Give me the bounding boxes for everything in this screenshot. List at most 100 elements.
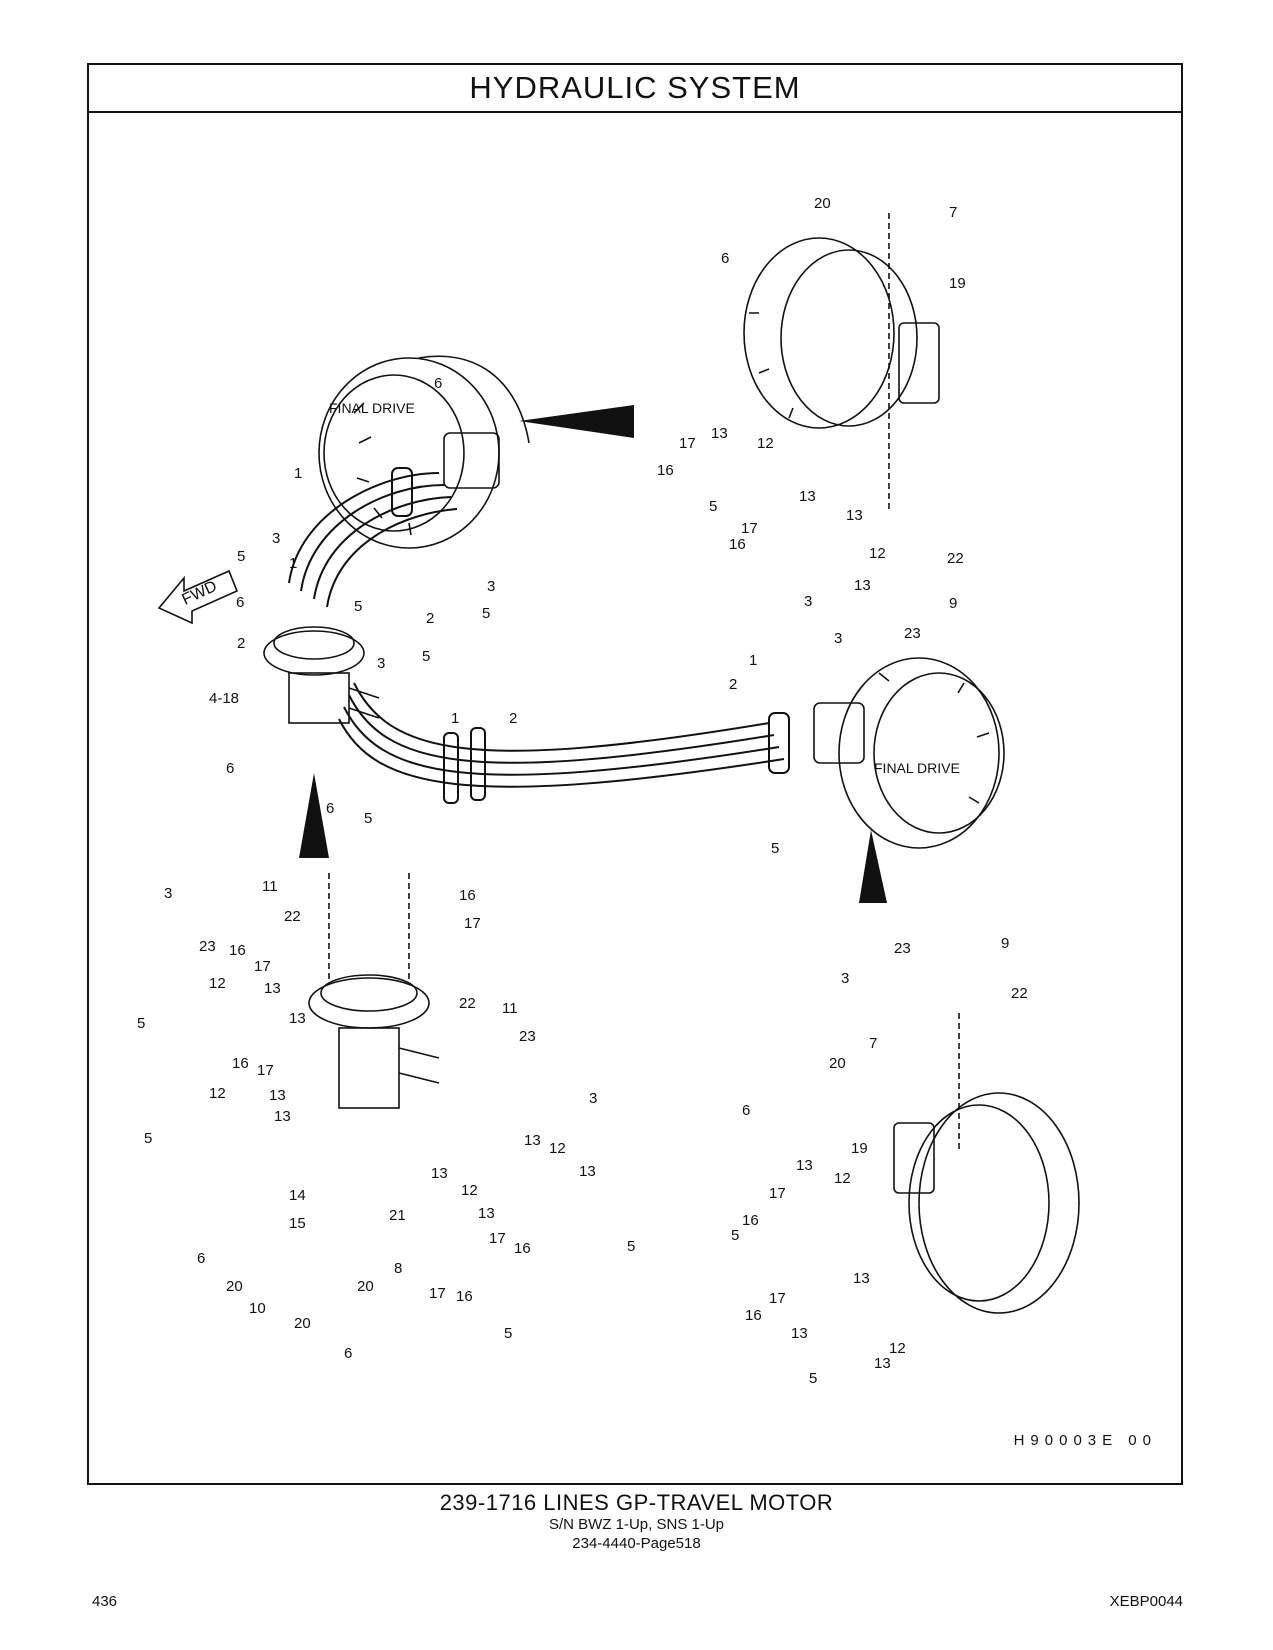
part-callout-5: 5 (482, 605, 490, 622)
part-callout-6: 6 (434, 375, 442, 392)
part-callout-3: 3 (589, 1090, 597, 1107)
hose-bundle-upper (288, 467, 458, 608)
part-callout-8: 8 (394, 1260, 402, 1277)
caption-reference: 234-4440-Page518 (572, 1535, 701, 1552)
part-callout-22: 22 (1011, 985, 1028, 1002)
part-callout-22: 22 (947, 550, 964, 567)
part-callout-2: 2 (426, 610, 434, 627)
part-callout-23: 23 (519, 1028, 536, 1045)
part-callout-12: 12 (209, 975, 226, 992)
part-callout-13: 13 (846, 507, 863, 524)
part-callout-7: 7 (869, 1035, 877, 1052)
final-drive-label-upper: FINAL DRIVE (329, 400, 415, 416)
part-callout-6: 6 (197, 1250, 205, 1267)
exploded-parts-diagram: FINAL DRIVE (137, 195, 1157, 1449)
drawing-code: H90003E 00 (1014, 1432, 1157, 1449)
part-callout-12: 12 (889, 1340, 906, 1357)
part-callout-12: 12 (869, 545, 886, 562)
part-callout-13: 13 (874, 1355, 891, 1372)
swivel-assembly (263, 626, 380, 724)
swivel-exploded (308, 873, 440, 1109)
part-callout-16: 16 (745, 1307, 762, 1324)
part-callout-16: 16 (729, 536, 746, 553)
part-callout-3: 3 (841, 970, 849, 987)
part-callout-20: 20 (357, 1278, 374, 1295)
document-id: XEBP0044 (1109, 1593, 1183, 1610)
part-callout-20: 20 (294, 1315, 311, 1332)
part-callout-5: 5 (364, 810, 372, 827)
part-callout-2: 2 (729, 676, 737, 693)
part-callout-12: 12 (757, 435, 774, 452)
part-callout-17: 17 (429, 1285, 446, 1302)
final-drive-lower-right (893, 1013, 1080, 1314)
part-callout-13: 13 (431, 1165, 448, 1182)
part-callout-23: 23 (199, 938, 216, 955)
part-callout-2: 2 (237, 635, 245, 652)
part-callout-21: 21 (389, 1207, 406, 1224)
part-callout-17: 17 (254, 958, 271, 975)
part-callout-1: 1 (451, 710, 459, 727)
final-drive-label-right: FINAL DRIVE (874, 760, 960, 776)
part-callout-22: 22 (284, 908, 301, 925)
part-callout-5: 5 (137, 1015, 145, 1032)
part-callout-17: 17 (769, 1290, 786, 1307)
part-callout-16: 16 (459, 887, 476, 904)
part-callout-9: 9 (1001, 935, 1009, 952)
part-callout-17: 17 (464, 915, 481, 932)
part-callout-11: 11 (262, 878, 278, 895)
part-callout-6: 6 (326, 800, 334, 817)
part-callout-15: 15 (289, 1215, 306, 1232)
caption-main: 239-1716 LINES GP-TRAVEL MOTOR (439, 1490, 834, 1515)
part-callout-16: 16 (742, 1212, 759, 1229)
part-callout-6: 6 (236, 594, 244, 611)
hose-bundle-lower (338, 682, 790, 804)
part-callout-3: 3 (164, 885, 172, 902)
part-callout-16: 16 (232, 1055, 249, 1072)
part-callout-12: 12 (461, 1182, 478, 1199)
part-callout-13: 13 (854, 577, 871, 594)
part-callout-6: 6 (344, 1345, 352, 1362)
part-callout-13: 13 (524, 1132, 541, 1149)
part-callout-13: 13 (269, 1087, 286, 1104)
page-number: 436 (92, 1593, 118, 1610)
part-callout-3: 3 (487, 578, 495, 595)
fwd-arrow-icon: FWD (157, 569, 239, 625)
part-callout-20: 20 (814, 195, 831, 212)
part-callout-10: 10 (249, 1300, 266, 1317)
final-drive-top-right (743, 213, 940, 513)
part-callout-3: 3 (804, 593, 812, 610)
part-callout-12: 12 (834, 1170, 851, 1187)
part-callout-17: 17 (257, 1062, 274, 1079)
part-callout-14: 14 (289, 1187, 306, 1204)
diagram-frame: HYDRAULIC SYSTEM FINAL DRIVE (87, 63, 1183, 1485)
part-callout-5: 5 (422, 648, 430, 665)
final-drive-upper-left: FINAL DRIVE (318, 355, 530, 549)
part-callout-23: 23 (904, 625, 921, 642)
part-callout-20: 20 (226, 1278, 243, 1295)
part-callout-13: 13 (579, 1163, 596, 1180)
part-callout-13: 13 (478, 1205, 495, 1222)
part-callout-17: 17 (741, 520, 758, 537)
part-callout-5: 5 (144, 1130, 152, 1147)
part-callout-7: 7 (949, 204, 957, 221)
part-callout-4-18: 4-18 (209, 690, 239, 707)
part-callout-2: 2 (509, 710, 517, 727)
part-callout-5: 5 (627, 1238, 635, 1255)
part-callout-5: 5 (709, 498, 717, 515)
part-callout-3: 3 (834, 630, 842, 647)
part-callout-3: 3 (272, 530, 280, 547)
part-callout-16: 16 (229, 942, 246, 959)
page-title: HYDRAULIC SYSTEM (89, 65, 1181, 113)
part-callout-12: 12 (209, 1085, 226, 1102)
part-callout-22: 22 (459, 995, 476, 1012)
part-callout-13: 13 (791, 1325, 808, 1342)
part-callout-3: 3 (377, 655, 385, 672)
part-callout-6: 6 (226, 760, 234, 777)
part-callout-11: 11 (502, 1000, 518, 1017)
part-callout-1: 1 (289, 555, 297, 572)
part-callout-5: 5 (237, 548, 245, 565)
part-callout-6: 6 (721, 250, 729, 267)
part-callout-1: 1 (749, 652, 757, 669)
part-callout-6: 6 (742, 1102, 750, 1119)
part-callout-5: 5 (809, 1370, 817, 1387)
